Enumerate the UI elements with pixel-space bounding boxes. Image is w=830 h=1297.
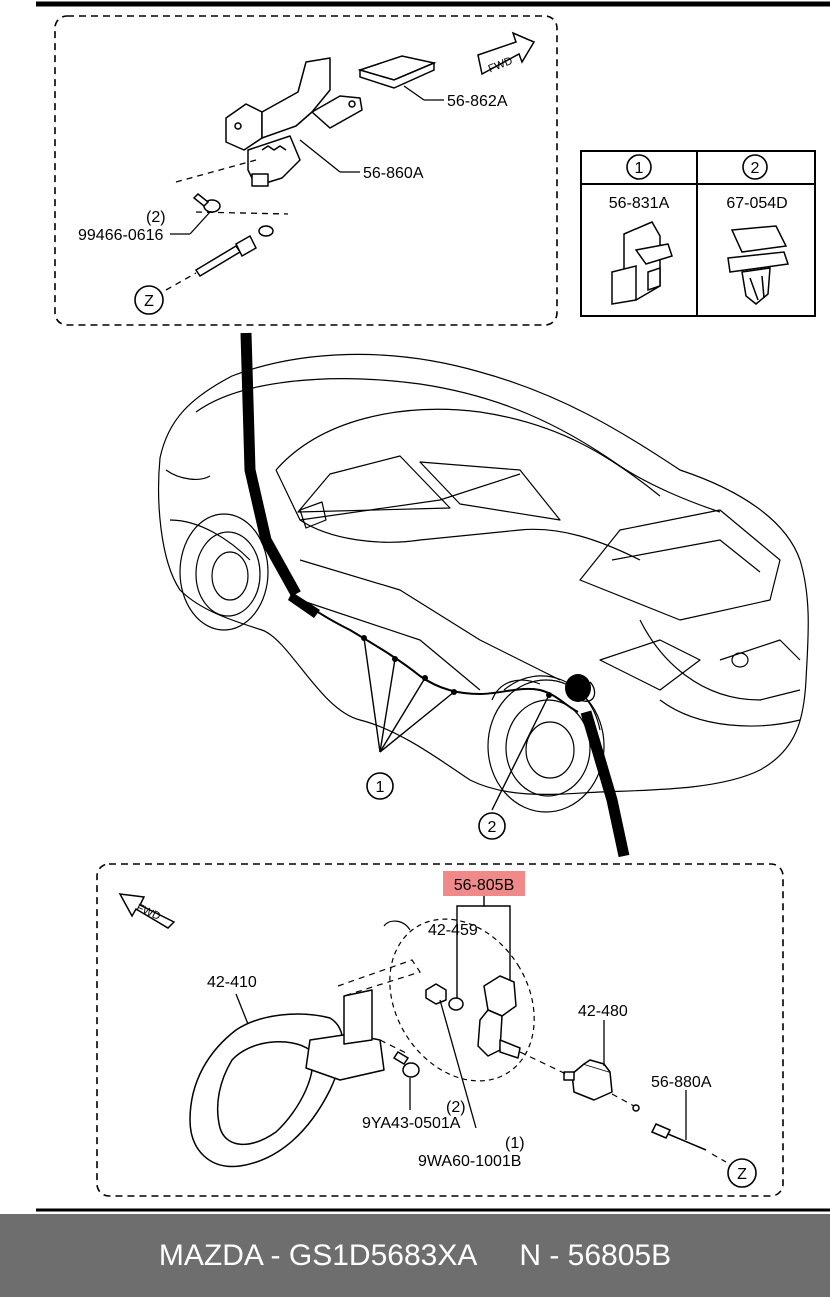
pointer-to-top-inset xyxy=(240,332,301,597)
bolt-drawing xyxy=(192,192,221,213)
z-marker-top: Z xyxy=(144,293,154,310)
part-label-42-459: 42-459 xyxy=(428,922,478,939)
assembly-group-outline xyxy=(389,918,535,1082)
clip-num-1: 1 xyxy=(635,160,644,177)
clip-67-054d-drawing xyxy=(727,225,789,305)
fwd-arrow-icon: FWD xyxy=(477,31,536,75)
bracket-drawing xyxy=(225,57,363,187)
z-marker-circle xyxy=(134,285,164,315)
actuator-drawing xyxy=(563,1059,613,1101)
part-qty-9wa60: (1) xyxy=(505,1135,525,1152)
hinge-drawing xyxy=(425,975,521,1059)
part-label-9ya43-0501a: 9YA43-0501A xyxy=(362,1115,461,1132)
clip-part-56-831a: 56-831A xyxy=(609,195,670,212)
clip-num-2: 2 xyxy=(751,160,760,177)
bolt-9ya43-drawing xyxy=(392,1050,420,1078)
vehicle-drawing xyxy=(158,353,809,813)
part-label-56-880a: 56-880A xyxy=(651,1074,712,1091)
part-label-42-410: 42-410 xyxy=(207,974,257,991)
part-label-56-860a: 56-860A xyxy=(363,165,424,182)
fuel-filler-marker xyxy=(565,674,591,702)
cable-end-drawing xyxy=(194,225,274,278)
part-qty-9ya43: (2) xyxy=(446,1099,466,1116)
callout-leaders xyxy=(363,637,550,811)
lid-pad-drawing xyxy=(357,55,437,89)
callout-2: 2 xyxy=(488,819,497,836)
clip-part-67-054d: 67-054D xyxy=(726,195,787,212)
top-inset: FWD 56-862A 56-860A xyxy=(54,15,558,326)
cable-head xyxy=(288,592,320,618)
z-marker-circle-bottom xyxy=(727,1158,757,1188)
part-label-42-480: 42-480 xyxy=(578,1003,628,1020)
cable-56-880a-drawing xyxy=(632,1104,707,1151)
callout-1: 1 xyxy=(376,779,385,796)
bottom-inset: FWD 56-805B 42-459 (1) 9WA60-1001B xyxy=(96,863,784,1197)
part-label-99466-0616: 99466-0616 xyxy=(78,227,164,244)
clip-56-831a-drawing xyxy=(611,221,673,305)
fuel-lid-cable xyxy=(295,595,579,713)
clips-table: 1 2 56-831A 67-054D xyxy=(580,150,816,317)
part-qty-99466: (2) xyxy=(146,209,166,226)
part-label-9wa60-1001b: 9WA60-1001B xyxy=(418,1153,521,1170)
highlight-box xyxy=(443,871,525,896)
footer-bar: MAZDA - GS1D5683XA N - 56805B xyxy=(0,1214,830,1297)
pointer-to-bottom-inset xyxy=(580,710,630,858)
fwd-arrow-icon-bottom: FWD xyxy=(118,893,176,929)
z-marker-bottom: Z xyxy=(737,1166,747,1183)
parts-diagram: FWD 56-862A 56-860A xyxy=(36,1,830,1212)
fuel-lid-drawing xyxy=(189,989,385,1168)
footer-make-part: MAZDA - GS1D5683XA xyxy=(158,1238,478,1272)
fwd-label-bottom: FWD xyxy=(134,902,162,923)
footer-number: N - 56805B xyxy=(519,1238,672,1272)
highlight-part-56-805b: 56-805B xyxy=(454,877,515,894)
part-label-56-862a: 56-862A xyxy=(447,93,508,110)
